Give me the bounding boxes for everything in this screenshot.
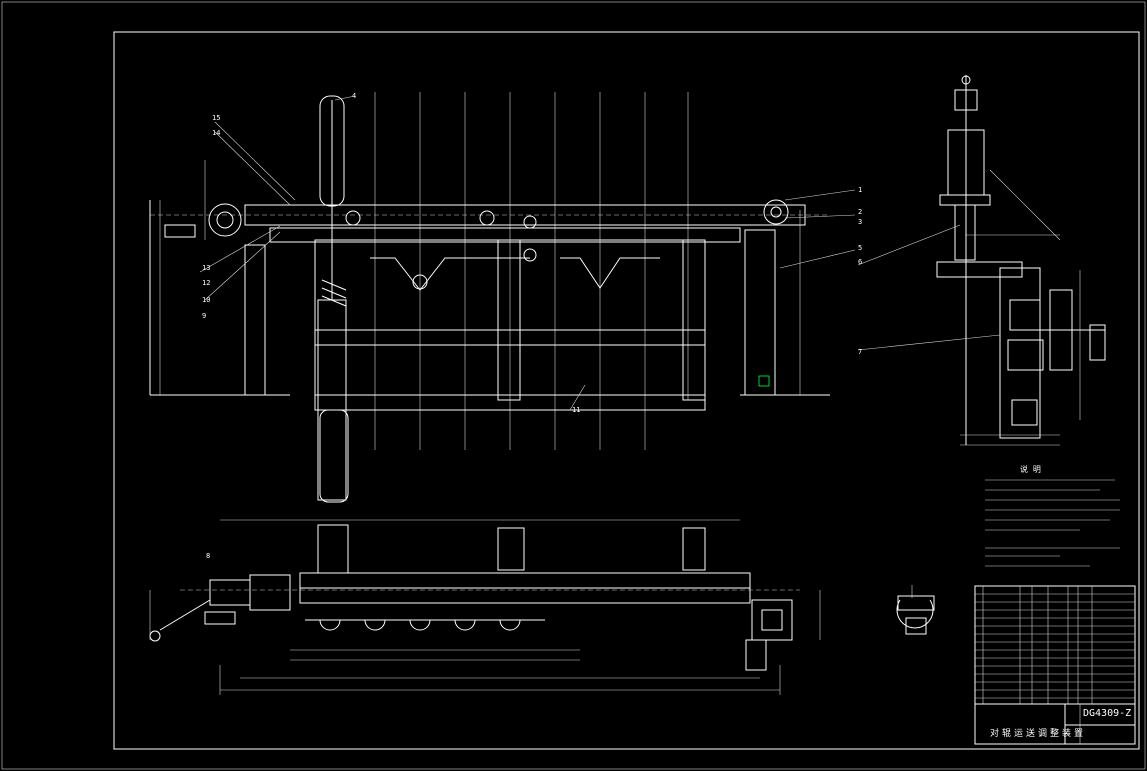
svg-text:11: 11 — [572, 406, 580, 414]
svg-text:7: 7 — [858, 348, 862, 356]
svg-text:14: 14 — [212, 129, 220, 137]
svg-text:6: 6 — [858, 258, 862, 266]
svg-text:8: 8 — [206, 552, 210, 560]
drawing-title: 对辊运送调整装置 — [990, 729, 1087, 739]
svg-text:2: 2 — [858, 208, 862, 216]
drawing-number: DG4309-Z — [1083, 708, 1132, 719]
svg-text:4: 4 — [352, 92, 356, 100]
notes-heading: 说 明 — [1020, 464, 1041, 474]
parts-list-table — [974, 585, 1136, 705]
svg-text:1: 1 — [858, 186, 862, 194]
part-number-labels: 15 14 13 12 10 9 1 2 3 5 6 7 8 4 11 — [202, 92, 862, 560]
side-view — [857, 75, 1106, 446]
svg-text:3: 3 — [858, 218, 862, 226]
detail-view — [896, 585, 935, 635]
front-view — [149, 92, 856, 503]
svg-text:15: 15 — [212, 114, 220, 122]
svg-text:9: 9 — [202, 312, 206, 320]
technical-notes: 说 明 — [985, 464, 1120, 567]
svg-text:5: 5 — [858, 244, 862, 252]
title-block — [974, 703, 1136, 745]
svg-text:12: 12 — [202, 279, 210, 287]
plan-view — [149, 519, 821, 695]
svg-text:13: 13 — [202, 264, 210, 272]
sheet-frame — [113, 31, 1140, 750]
svg-text:10: 10 — [202, 296, 210, 304]
